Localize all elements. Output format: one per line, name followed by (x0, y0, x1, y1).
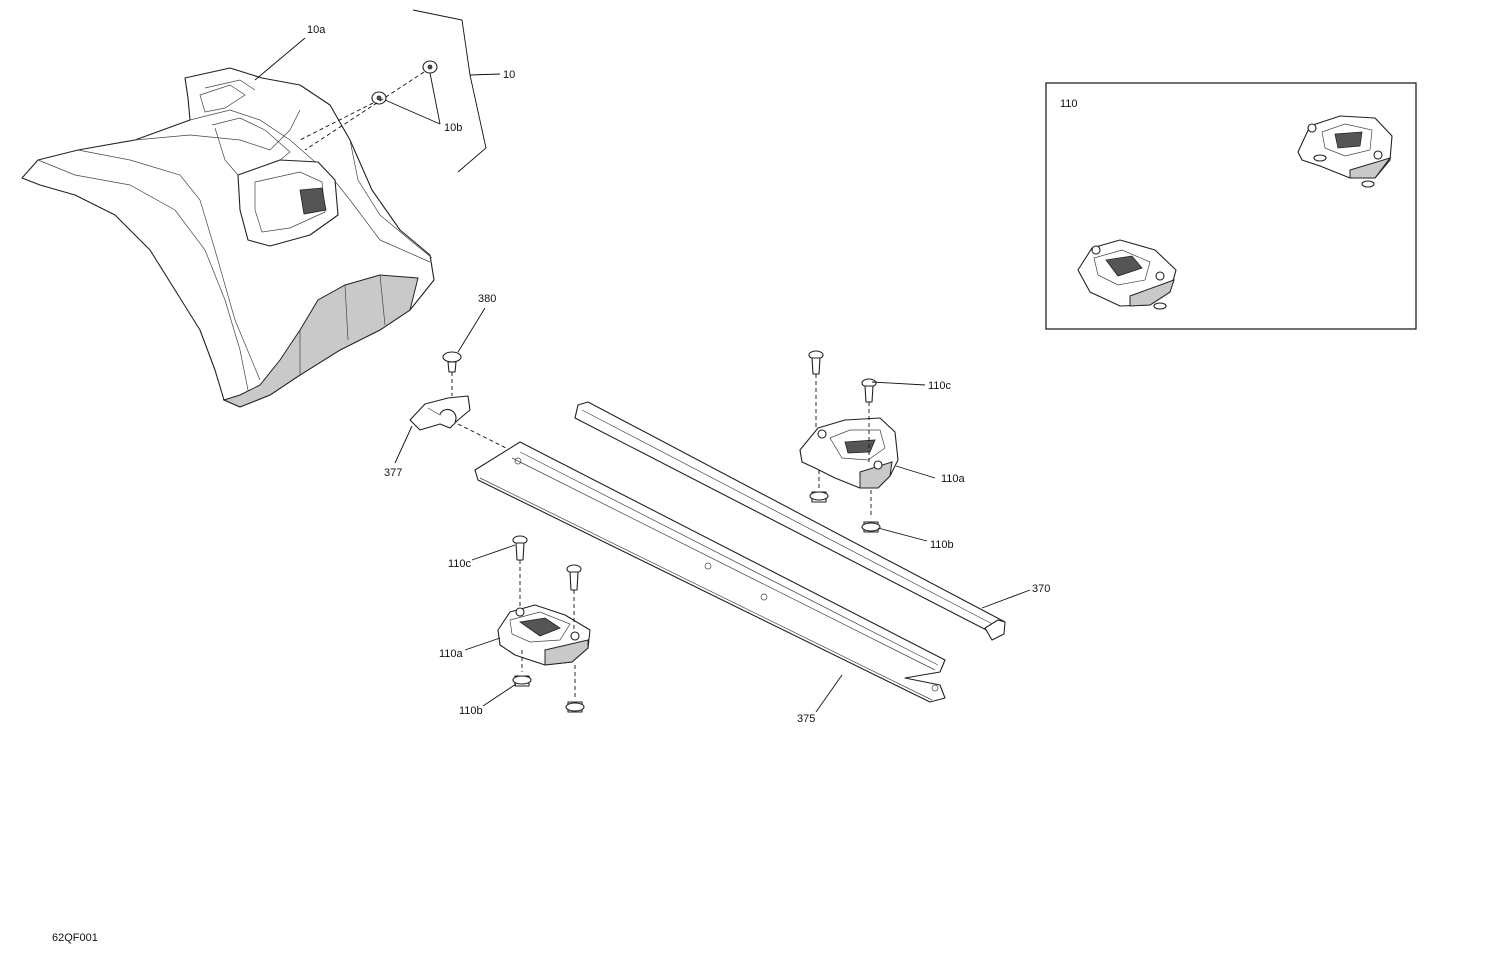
callout-110c-right: 110c (928, 380, 952, 392)
screw-110c-left (512, 535, 582, 632)
callout-110c-left: 110c (448, 558, 472, 570)
callout-110a-right: 110a (941, 473, 966, 485)
fastener-10b (299, 60, 438, 151)
callout-10a: 10a (307, 24, 326, 36)
drawing-code: 62QF001 (52, 932, 98, 944)
callout-110b-left: 110b (459, 705, 483, 717)
rail-370 (574, 401, 1006, 641)
callout-110-inset: 110 (1060, 98, 1078, 110)
callout-10b: 10b (444, 122, 462, 134)
callout-110b-right: 110b (930, 539, 954, 551)
anchor-110a-left (497, 604, 591, 666)
rail-375 (474, 441, 946, 703)
nut-110b-left (512, 650, 585, 713)
inset-box-110 (1045, 82, 1417, 330)
nut-110b-right (809, 470, 881, 533)
callout-10: 10 (503, 69, 515, 81)
callout-377: 377 (384, 467, 402, 479)
front-panel-10a (21, 67, 435, 408)
callout-110a-left: 110a (439, 648, 464, 660)
callout-370: 370 (1032, 583, 1050, 595)
inset-anchor-lower (1077, 239, 1177, 310)
clip-377 (409, 395, 521, 456)
callout-375: 375 (797, 713, 815, 725)
callout-380: 380 (478, 293, 496, 305)
callout-labels: 10a 10 10b 380 377 110c 110a 110b 370 37… (52, 24, 1078, 944)
screw-110c-right (808, 350, 877, 462)
inset-anchor-upper (1297, 115, 1393, 188)
leader-lines (254, 9, 1031, 713)
push-rivet-380 (442, 351, 462, 396)
anchor-110a-right (799, 417, 899, 489)
